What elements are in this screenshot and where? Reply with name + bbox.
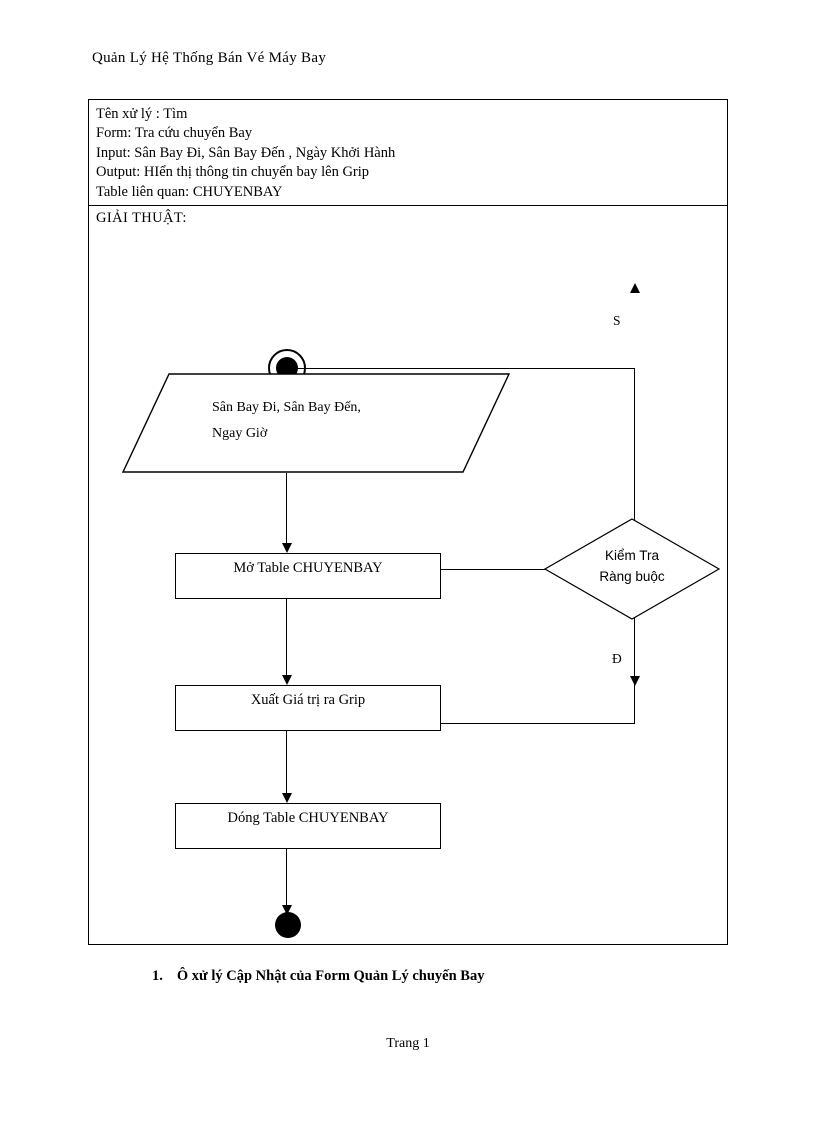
info-line-name: Tên xử lý : Tìm bbox=[96, 106, 188, 122]
arrowhead-into-proc2 bbox=[282, 675, 292, 685]
process-box-close-table: Dóng Table CHUYENBAY bbox=[175, 803, 441, 849]
decision-text-line-1: Kiểm Tra bbox=[604, 548, 659, 563]
connector-start-to-loopback bbox=[286, 368, 635, 369]
input-parallelogram-text: Sân Bay Đi, Sân Bay Đến, Ngay Giờ bbox=[212, 395, 361, 447]
connector-decision-yes-down bbox=[634, 620, 635, 722]
decision-diamond-check-constraints: Kiểm Tra Ràng buộc bbox=[544, 518, 720, 620]
process-box-open-table-text: Mở Table CHUYENBAY bbox=[233, 560, 383, 576]
connector-proc3-to-end bbox=[286, 849, 287, 917]
input-parallelogram: Sân Bay Đi, Sân Bay Đến, Ngay Giờ bbox=[122, 373, 510, 473]
arrowhead-into-proc3 bbox=[282, 793, 292, 803]
connector-proc2-to-proc3 bbox=[286, 731, 287, 793]
connector-proc2-to-riser bbox=[441, 723, 635, 724]
page-title: Quản Lý Hệ Thống Bán Vé Máy Bay bbox=[92, 50, 327, 66]
process-info-block: Tên xử lý : Tìm Form: Tra cứu chuyển Bay… bbox=[89, 100, 727, 206]
input-text-line-1: Sân Bay Đi, Sân Bay Đến, bbox=[212, 400, 361, 415]
arrowhead-decision-yes bbox=[630, 676, 640, 686]
info-line-form: Form: Tra cứu chuyển Bay bbox=[96, 125, 253, 142]
connector-proc1-to-proc2 bbox=[286, 599, 287, 675]
figure-caption-number: 1. bbox=[152, 968, 163, 984]
arrowhead-into-end bbox=[282, 905, 292, 915]
algorithm-section-label: GIẢI THUẬT: bbox=[96, 210, 187, 226]
input-text-line-2: Ngay Giờ bbox=[212, 426, 268, 441]
decision-text-line-2: Ràng buộc bbox=[599, 569, 665, 584]
branch-label-no: S bbox=[613, 313, 621, 328]
arrowhead-into-proc1 bbox=[282, 543, 292, 553]
process-spec-frame: Tên xử lý : Tìm Form: Tra cứu chuyển Bay… bbox=[88, 99, 728, 945]
page-footer: Trang 1 bbox=[386, 1036, 430, 1051]
process-box-output-grid: Xuất Giá trị ra Grip bbox=[175, 685, 441, 731]
connector-proc1-to-decision bbox=[441, 569, 546, 570]
info-line-output: Output: HIển thị thông tin chuyển bay lê… bbox=[96, 164, 370, 181]
flowchart-canvas: S Sân Bay Đi, Sân Bay Đến, Ngay Giờ Mở T… bbox=[89, 100, 729, 946]
info-line-input: Input: Sân Bay Đi, Sân Bay Đến , Ngày Kh… bbox=[96, 144, 396, 161]
process-box-output-grid-text: Xuất Giá trị ra Grip bbox=[250, 692, 366, 708]
arrowhead-loopback-up bbox=[630, 283, 640, 293]
decision-diamond-text: Kiểm Tra Ràng buộc bbox=[544, 545, 720, 587]
figure-caption-text: Ô xử lý Cập Nhật của Form Quản Lý chuyến… bbox=[176, 968, 485, 984]
info-line-table: Table liên quan: CHUYENBAY bbox=[96, 183, 283, 200]
figure-caption: 1. Ô xử lý Cập Nhật của Form Quản Lý chuy… bbox=[152, 968, 484, 985]
process-box-open-table: Mở Table CHUYENBAY bbox=[175, 553, 441, 599]
end-node bbox=[275, 912, 301, 938]
process-box-close-table-text: Dóng Table CHUYENBAY bbox=[227, 810, 389, 826]
branch-label-yes: Đ bbox=[612, 651, 622, 666]
connector-input-to-proc1 bbox=[286, 473, 287, 543]
